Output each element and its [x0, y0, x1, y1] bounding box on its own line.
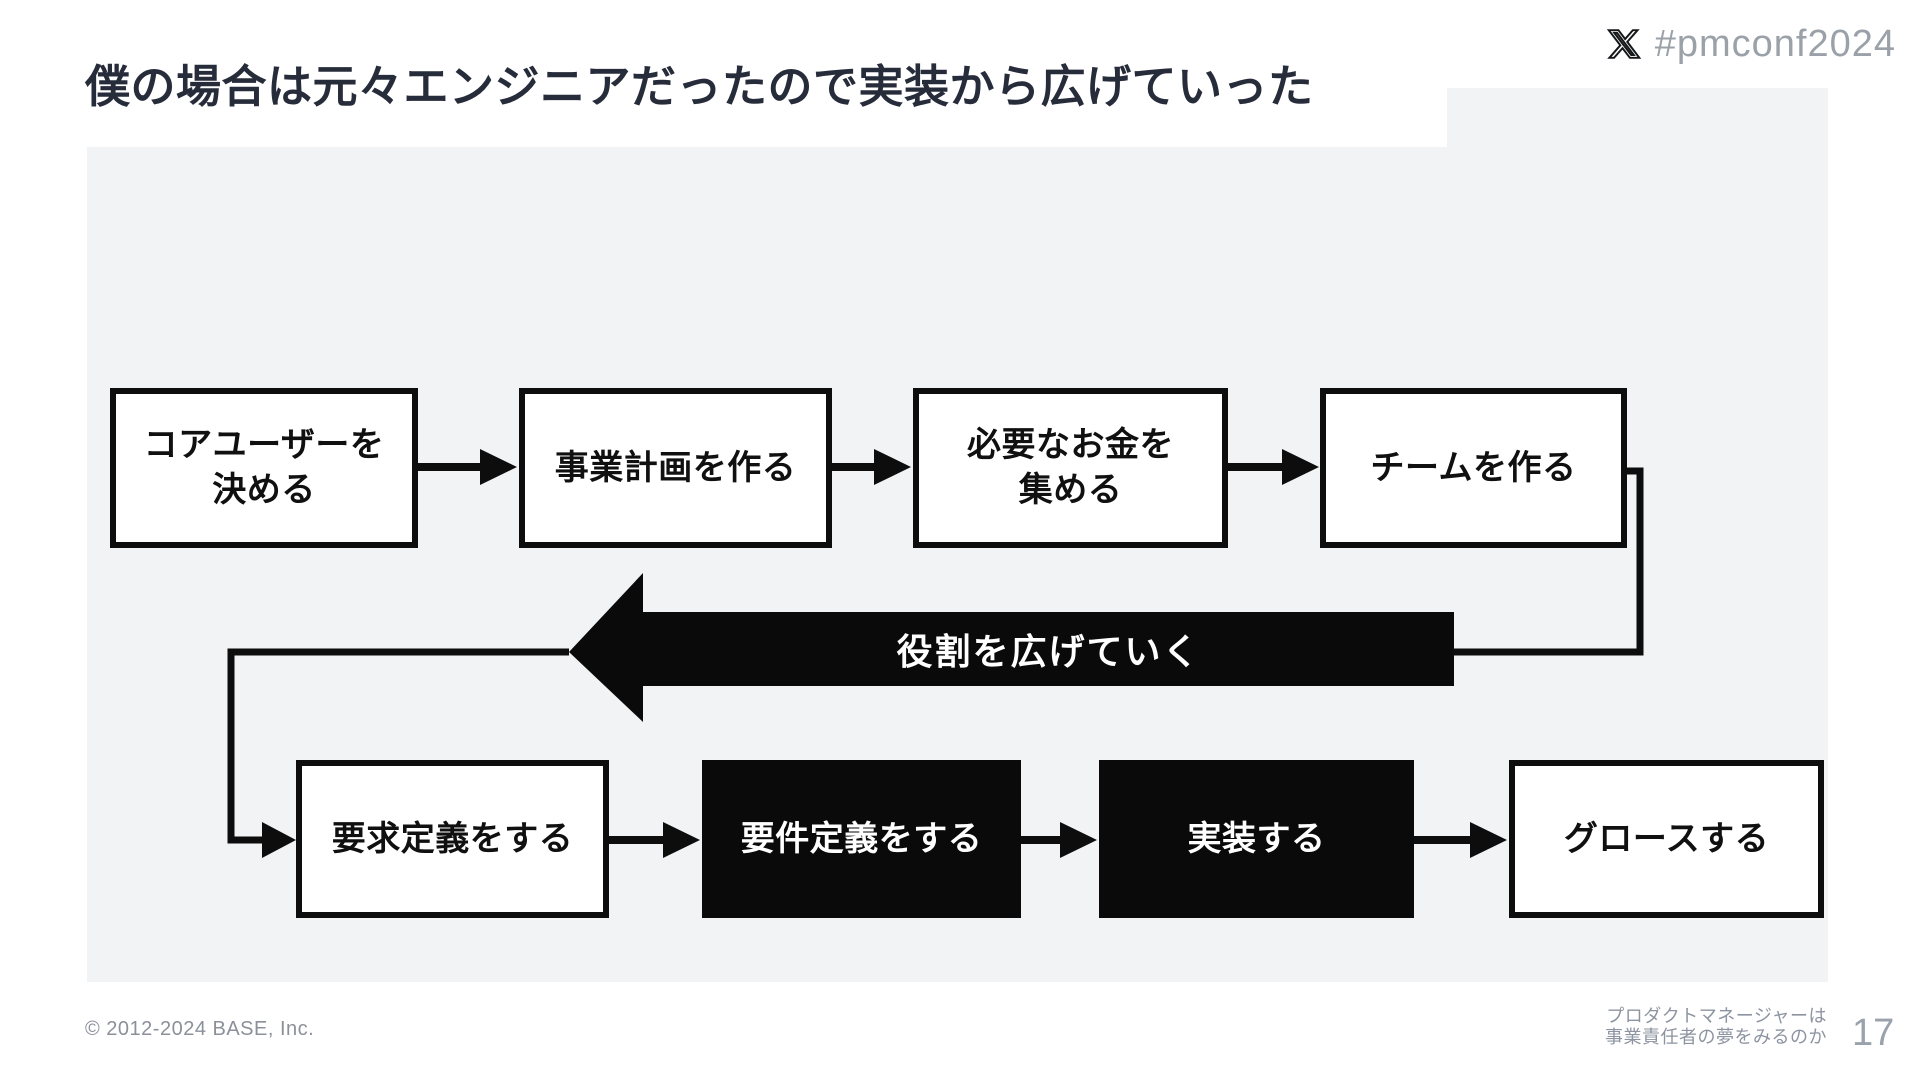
hashtag-group: #pmconf2024: [1606, 18, 1896, 70]
node-raise-money: 必要なお金を 集める: [913, 388, 1228, 548]
node-build-team: チームを作る: [1320, 388, 1627, 548]
page-number: 17: [1852, 1012, 1895, 1054]
back-arrow-label: 役割を広げていく: [896, 631, 1201, 672]
node-define-requests: 要求定義をする: [296, 760, 609, 918]
node-grow: グロースする: [1509, 760, 1824, 918]
x-logo-icon: [1606, 29, 1641, 59]
slide-title: 僕の場合は元々エンジニアだったので実装から広げていった: [85, 61, 1314, 112]
node-implement: 実装する: [1099, 760, 1414, 918]
copyright-text: © 2012-2024 BASE, Inc.: [85, 1018, 315, 1040]
node-decide-core-user: コアユーザーを 決める: [110, 388, 418, 548]
canvas-top-strip: [1447, 88, 1828, 148]
node-make-business-plan: 事業計画を作る: [519, 388, 832, 548]
deck-title-text: プロダクトマネージャーは 事業責任者の夢をみるのか: [1605, 1006, 1827, 1047]
node-define-requirements: 要件定義をする: [702, 760, 1021, 918]
hashtag-label: #pmconf2024: [1654, 22, 1896, 65]
